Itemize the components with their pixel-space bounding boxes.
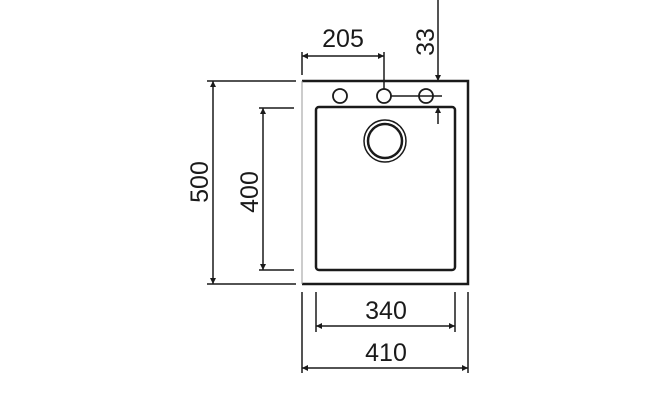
drain-outer (363, 119, 407, 163)
dimension-410 (301, 292, 469, 373)
dimension-205 (301, 52, 385, 89)
label-205: 205 (322, 25, 364, 53)
dimension-340 (315, 292, 456, 332)
tap-hole-center (376, 88, 392, 104)
label-500: 500 (186, 161, 214, 203)
sink-outer-outline (302, 79, 470, 286)
label-340: 340 (365, 297, 407, 325)
tap-hole-left (332, 88, 348, 104)
sink-bowl (314, 105, 457, 272)
label-410: 410 (365, 339, 407, 367)
dimension-500 (207, 80, 296, 285)
drain-inner (366, 122, 404, 160)
dimension-400 (259, 107, 294, 271)
label-400: 400 (236, 171, 264, 213)
label-33: 33 (412, 28, 440, 56)
dimension-33 (391, 0, 442, 124)
